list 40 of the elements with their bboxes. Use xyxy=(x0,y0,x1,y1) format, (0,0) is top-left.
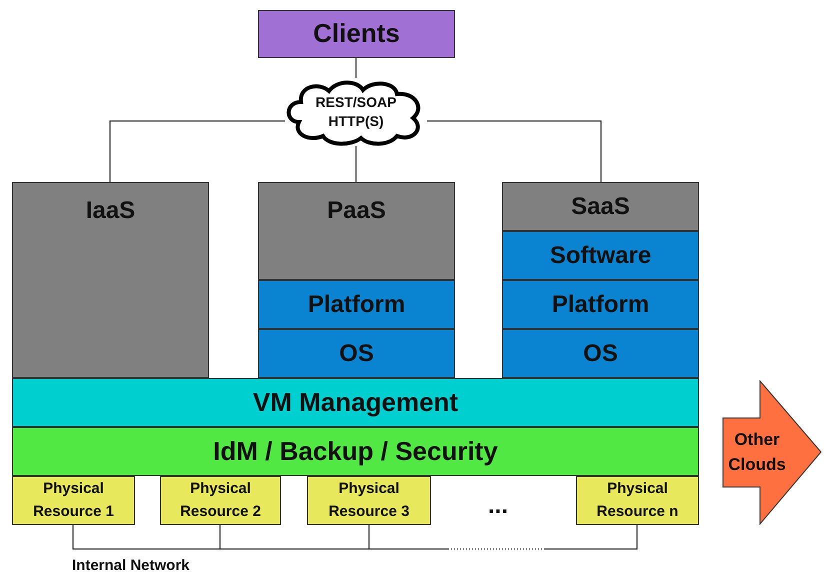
box-label: IaaS xyxy=(86,197,136,225)
service-model-box xyxy=(12,182,209,378)
box-label: Physical Resource 3 xyxy=(328,479,410,522)
box-label: Physical Resource 2 xyxy=(179,479,262,522)
box-label: OS xyxy=(583,340,618,368)
network-label: Internal Network xyxy=(72,558,190,573)
clients-box xyxy=(258,10,455,58)
shape-label: Other Clouds xyxy=(727,428,787,476)
layer-box xyxy=(502,329,699,378)
block-arrow xyxy=(722,380,822,525)
layer-box xyxy=(258,329,455,378)
box-label: IdM / Backup / Security xyxy=(213,436,498,466)
box-label: Platform xyxy=(552,290,650,318)
ellipsis-text: ... xyxy=(488,494,508,518)
layer-box xyxy=(12,378,699,427)
box-label: Physical Resource n xyxy=(596,479,680,522)
connector-line xyxy=(72,524,220,550)
resource-box xyxy=(12,476,135,525)
connector-line xyxy=(110,120,286,182)
resource-box xyxy=(576,476,699,525)
resource-box xyxy=(160,476,281,525)
service-model-box xyxy=(258,182,455,280)
box-label: Physical Resource 1 xyxy=(32,479,115,522)
box-label: Software xyxy=(550,242,652,270)
box-label: Clients xyxy=(313,19,400,49)
service-model-box xyxy=(502,182,699,231)
connector-line xyxy=(426,120,602,182)
box-label: VM Management xyxy=(252,388,458,418)
connector-line xyxy=(368,524,638,550)
box-label: OS xyxy=(339,340,374,368)
resource-box xyxy=(307,476,431,525)
connector-line xyxy=(220,524,370,550)
layer-box xyxy=(502,231,699,280)
box-label: SaaS xyxy=(571,192,630,220)
layer-box xyxy=(502,280,699,329)
box-label: PaaS xyxy=(327,197,386,225)
layer-box xyxy=(12,427,699,476)
box-label: Platform xyxy=(308,290,406,318)
layer-box xyxy=(258,280,455,329)
shape-label: REST/SOAP HTTP(S) xyxy=(314,93,398,131)
